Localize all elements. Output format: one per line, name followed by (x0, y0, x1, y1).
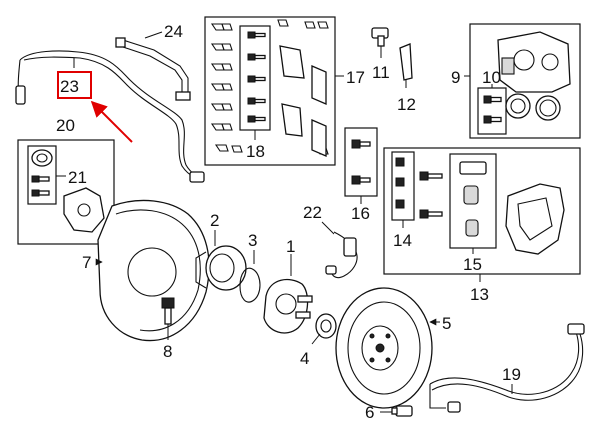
box-20 (17, 139, 115, 245)
callout-8: 8 (163, 342, 172, 361)
callout-14: 14 (393, 231, 412, 250)
dust-shield-7 (97, 199, 210, 342)
callout-20: 20 (56, 116, 75, 135)
rotor-5 (335, 287, 433, 409)
box-10 (477, 87, 507, 135)
callout-1: 1 (286, 237, 295, 256)
callout-4: 4 (300, 349, 309, 368)
bleeder-11 (371, 27, 389, 58)
box-9 (469, 23, 581, 139)
callout-12: 12 (397, 95, 416, 114)
callout-15: 15 (463, 255, 482, 274)
red-pointer-arrow (90, 100, 133, 143)
callout-16: 16 (351, 204, 370, 223)
pads-17 (279, 45, 327, 157)
bolts-10 (483, 95, 502, 124)
sensor-cable-19 (429, 323, 585, 413)
callout-17: 17 (346, 68, 365, 87)
caliper-bracket-13 (505, 183, 565, 255)
callout-21: 21 (68, 168, 87, 187)
callout-10: 10 (482, 68, 501, 87)
callout-7: 7 (82, 253, 91, 272)
leader-24 (144, 31, 163, 39)
nut-4 (315, 313, 337, 339)
snap-ring-3 (239, 267, 261, 303)
callout-6: 6 (365, 403, 374, 422)
callout-13: 13 (470, 285, 489, 304)
callout-3: 3 (248, 231, 257, 250)
seal-10 (505, 93, 561, 121)
box-21 (27, 145, 57, 205)
screw-6 (391, 405, 413, 417)
callout-5: 5 (442, 314, 451, 333)
bolts-14 (395, 157, 443, 219)
bolt-8 (161, 297, 175, 325)
sensor-22 (325, 231, 358, 279)
callout-23: 23 (60, 77, 79, 96)
callout-22: 22 (303, 203, 322, 222)
brake-hose-23 (15, 50, 205, 183)
clips-17 (210, 19, 329, 155)
callout-18: 18 (246, 142, 265, 161)
bracket-24 (115, 37, 191, 101)
box-17 (204, 16, 336, 166)
callout-2: 2 (210, 211, 219, 230)
box-13 (383, 147, 581, 275)
callout-11: 11 (372, 63, 390, 82)
box-16 (344, 127, 378, 197)
bearing-2 (195, 245, 247, 291)
bolts-16 (351, 139, 371, 185)
seal-21 (31, 149, 53, 197)
leader-4 (311, 333, 321, 345)
clip-12 (399, 43, 413, 88)
hub-1 (263, 278, 313, 334)
callout-9: 9 (451, 68, 460, 87)
guide-kit-15 (459, 161, 487, 237)
callout-19: 19 (502, 365, 521, 384)
highlight-box-23 (57, 71, 92, 99)
parking-caliper-20 (63, 187, 105, 233)
caliper-9 (497, 31, 571, 93)
leader-22 (321, 221, 335, 235)
callout-24: 24 (164, 22, 183, 41)
bolts-18 (247, 31, 266, 123)
